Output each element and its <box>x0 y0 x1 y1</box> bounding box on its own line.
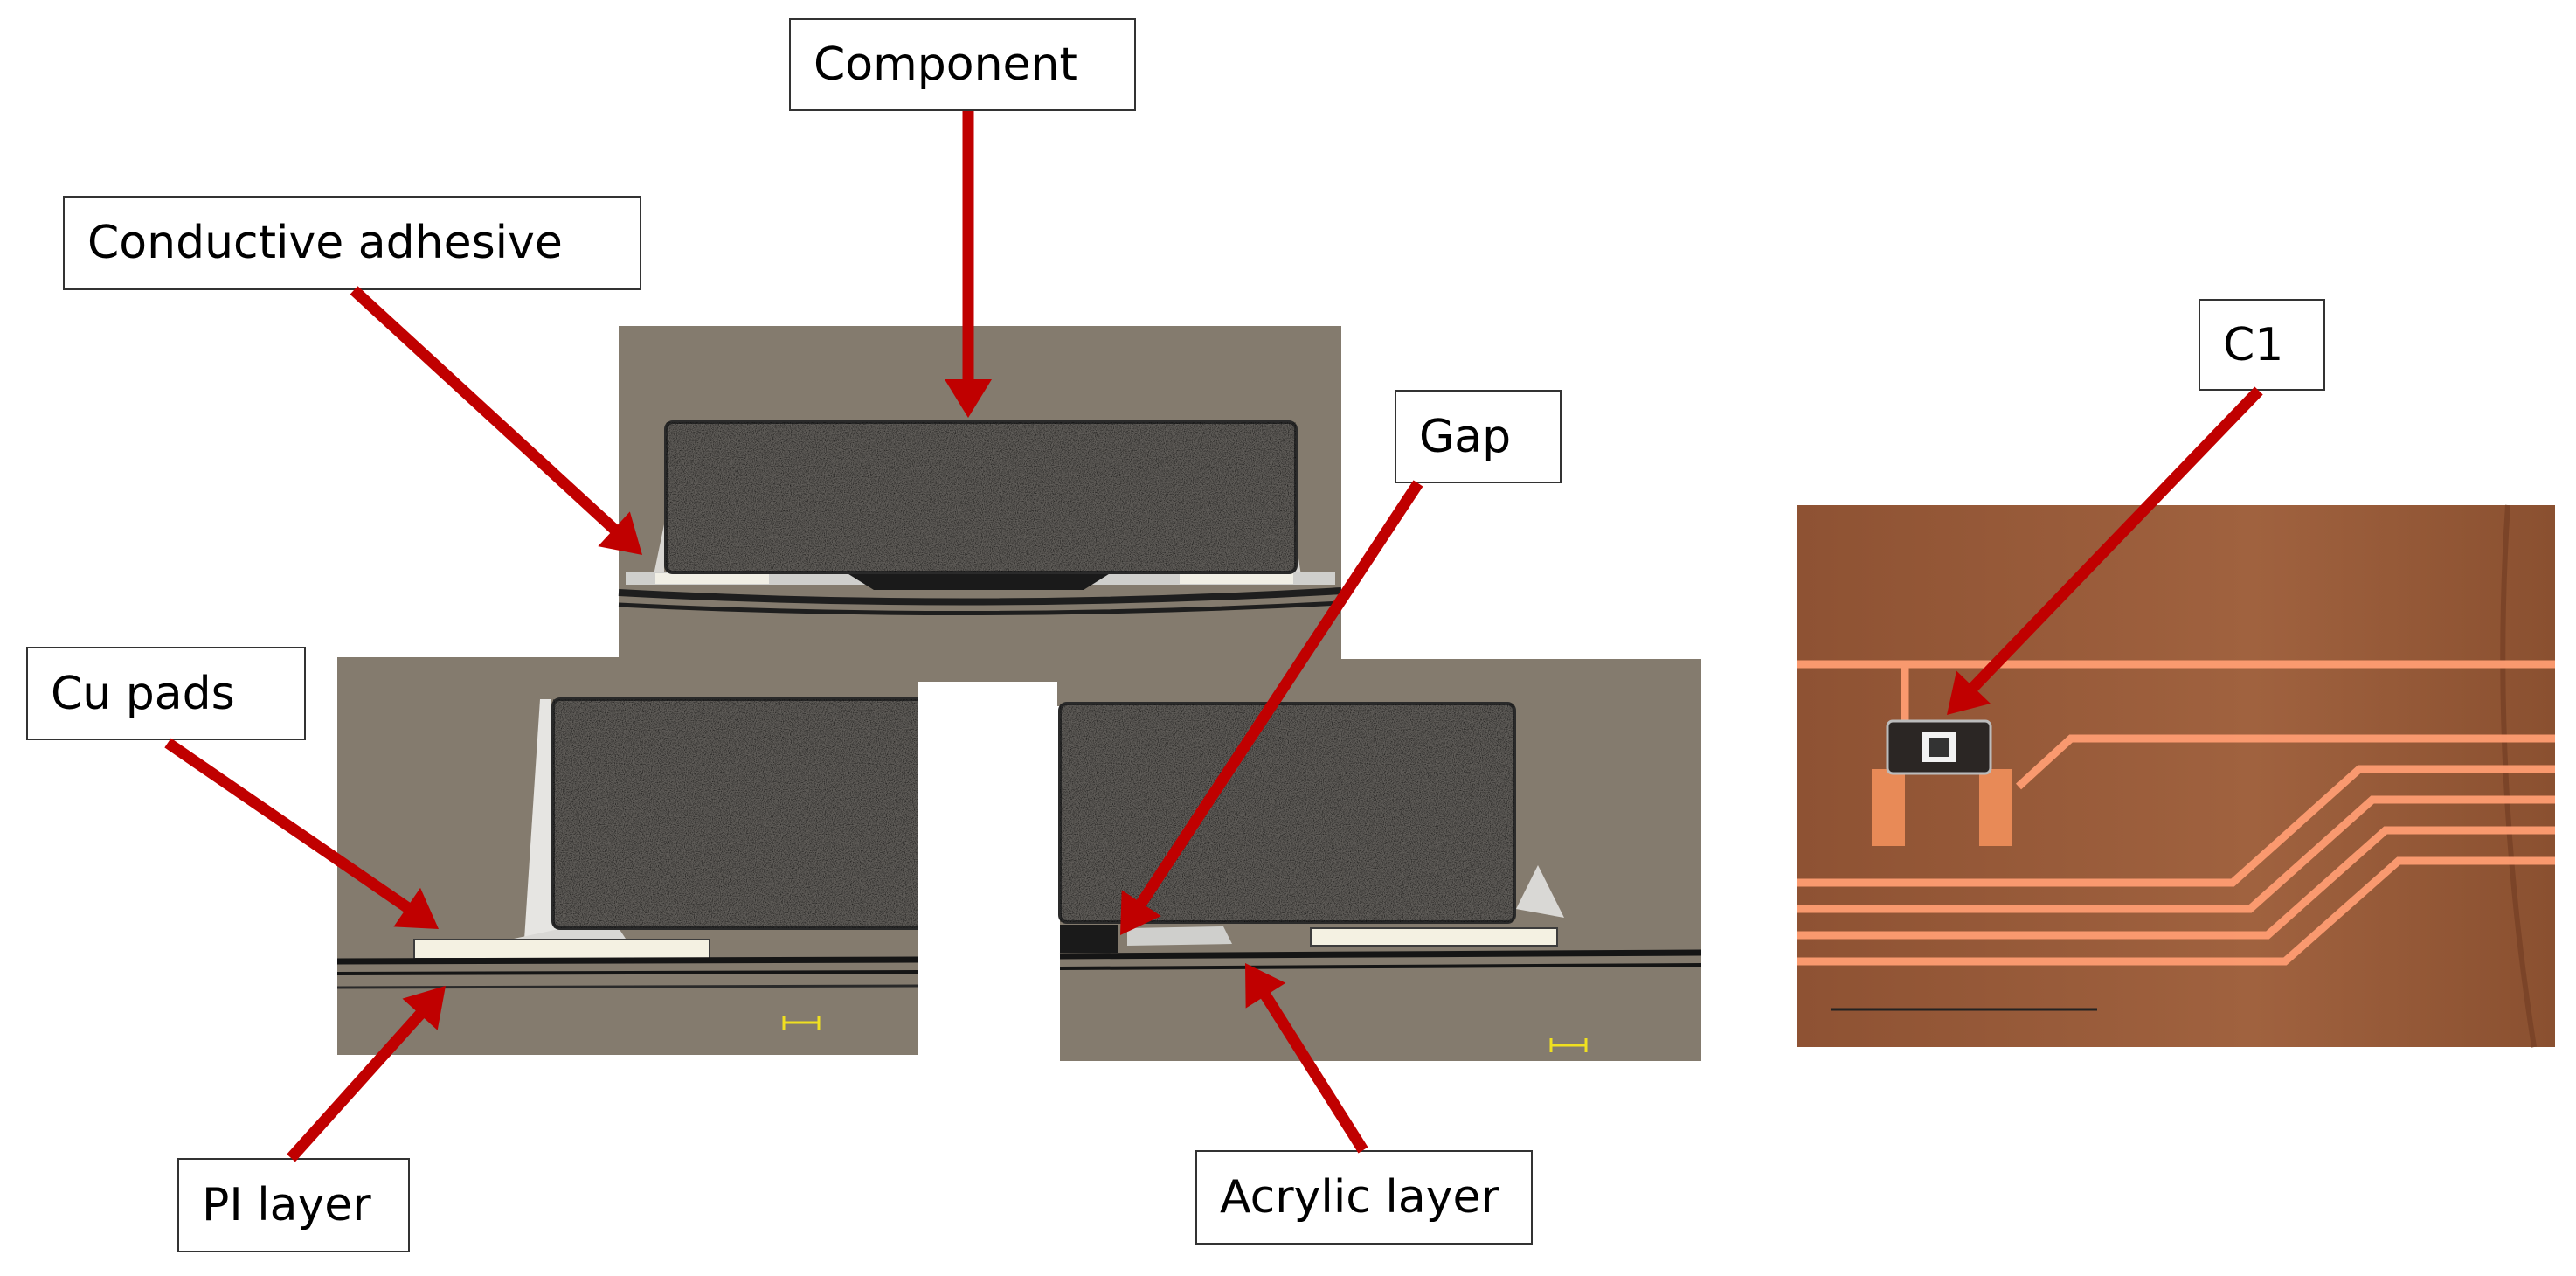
micrograph-bottom-left <box>336 657 1057 1066</box>
label-cu-pads: Cu pads <box>26 647 306 740</box>
micrograph-bottom-right <box>1058 659 1702 1061</box>
label-component: Component <box>789 18 1136 111</box>
label-pi-layer: PI layer <box>177 1158 410 1252</box>
label-conductive-adhesive: Conductive adhesive <box>63 196 641 290</box>
label-c1: C1 <box>2199 299 2325 391</box>
board-photo <box>1797 504 2555 1048</box>
label-acrylic-layer: Acrylic layer <box>1195 1150 1533 1245</box>
label-gap: Gap <box>1395 390 1562 483</box>
micrograph-top <box>618 326 1342 706</box>
